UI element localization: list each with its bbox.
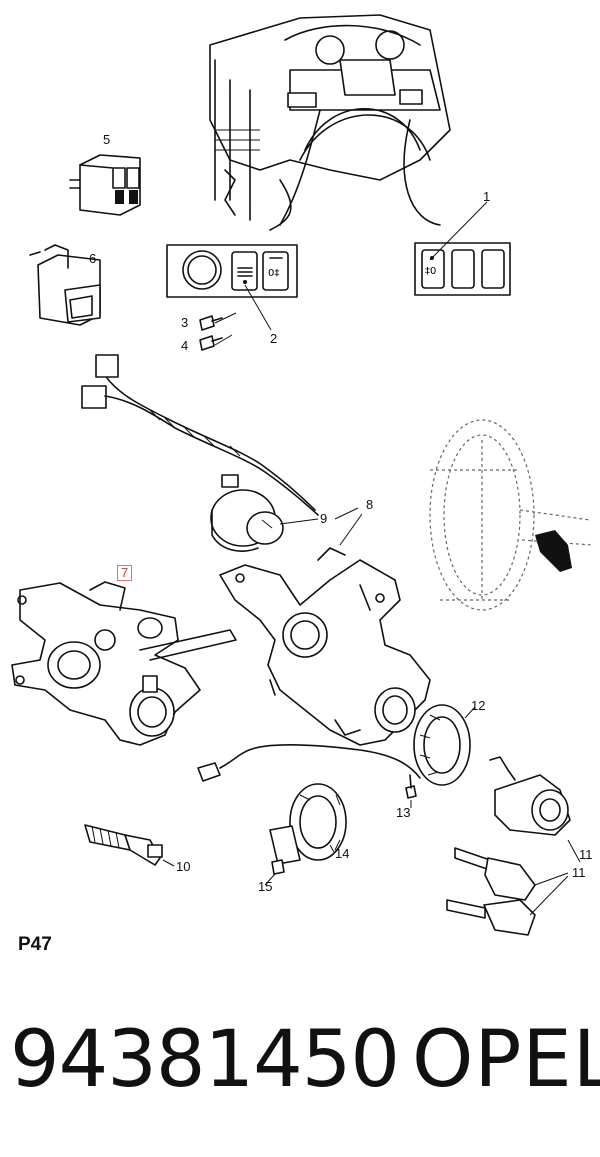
lock-cylinder-11: [489, 756, 571, 836]
callout-9: 9: [320, 511, 328, 526]
bolt-10: [84, 824, 163, 866]
wiring-harness: [81, 354, 319, 516]
page-code: P47: [18, 934, 52, 955]
callout-6: 6: [89, 251, 97, 266]
callout-12: 12: [471, 698, 486, 713]
screws-3-4: [199, 315, 223, 351]
leader-lines: [162, 201, 581, 916]
sensor-cable: [197, 743, 421, 782]
exploded-parts-diagram: 0‡ ‡0: [11, 14, 593, 955]
brand-name: OPEL: [412, 1015, 600, 1105]
callout-5: 5: [103, 132, 111, 147]
svg-text:0‡: 0‡: [268, 268, 279, 279]
switch-panel-left: 0‡: [166, 244, 298, 298]
callout-15: 15: [258, 879, 273, 894]
ring-14: [269, 783, 347, 865]
callout-4: 4: [181, 338, 189, 353]
callout-1: 1: [483, 189, 491, 204]
steering-lock-housing-8: [219, 547, 431, 746]
callout-3: 3: [181, 315, 189, 330]
callout-11-top: 11: [579, 847, 593, 862]
callout-8: 8: [366, 497, 374, 512]
switch-part-5: [69, 154, 141, 216]
svg-text:‡0: ‡0: [425, 266, 436, 277]
ring-12: [413, 704, 471, 786]
screw-15: [271, 859, 285, 875]
callout-13: 13: [396, 805, 411, 820]
callout-7-highlighted: 7: [117, 565, 133, 581]
screw-13: [405, 774, 417, 799]
switch-part-6: [29, 244, 101, 326]
callout-10: 10: [176, 859, 191, 874]
lock-housing-7: [11, 581, 237, 746]
ignition-switch-9: [210, 474, 284, 552]
callout-2: 2: [270, 331, 278, 346]
callout-14: 14: [335, 846, 350, 861]
switch-panel-right: ‡0: [414, 242, 511, 296]
parts-illustration: 0‡ ‡0: [11, 14, 593, 936]
part-number: 94381450: [10, 1015, 400, 1105]
dashboard-illustration: [209, 14, 451, 231]
callout-11-bottom: 11: [572, 865, 586, 880]
steering-wheel-outline: [429, 419, 593, 611]
keys-11: [446, 847, 536, 936]
